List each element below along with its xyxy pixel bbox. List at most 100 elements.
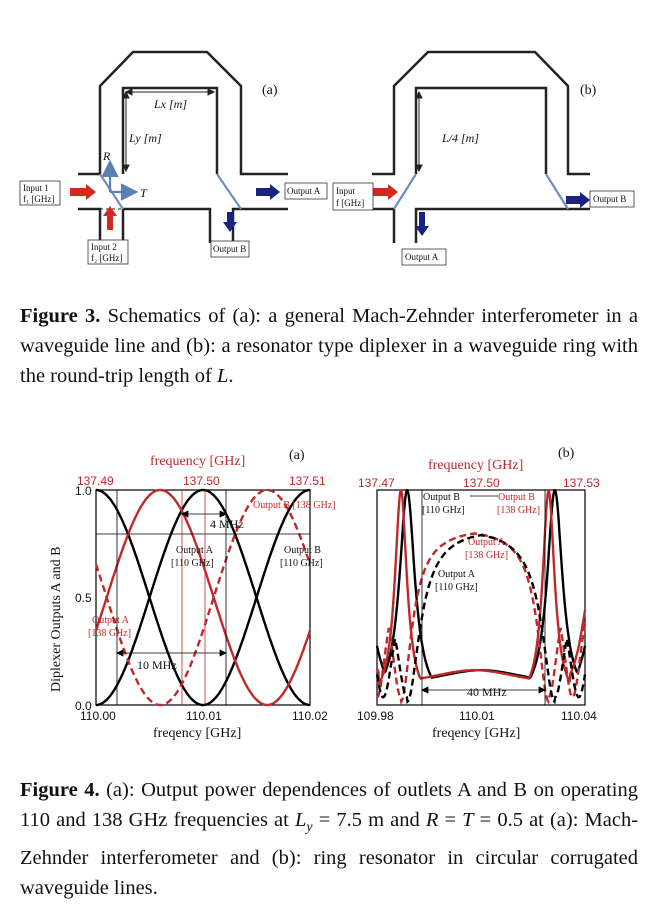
ring-input-arrow <box>372 184 398 200</box>
legend-a-outB110-2: [110 GHz] <box>280 558 323 569</box>
legend-a-outA110-2: [110 GHz] <box>171 558 214 569</box>
x-tick-b-0: 109.98 <box>357 709 394 723</box>
chart-a-frame <box>95 489 311 706</box>
annot-4mhz: 4 MHz <box>210 517 244 531</box>
curve-a-2 <box>94 488 312 707</box>
annot-40mhz: 40 MHz <box>467 685 507 699</box>
legend-b-outA138-2: [138 GHz] <box>465 550 508 561</box>
figure-4-caption-part2: = 7.5 m and <box>318 809 420 831</box>
chart-a-ylabel: Diplexer Outputs A and B <box>49 547 64 692</box>
legend-b-outB110-1: Output B <box>423 492 460 503</box>
figure-4-caption-label: Figure 4. <box>20 779 100 801</box>
figure-4-caption-ly-sub: y <box>306 820 313 836</box>
chart-a-xlabel: freqency [GHz] <box>153 726 241 741</box>
curve-a-1 <box>95 488 311 707</box>
y-tick-0: 0.0 <box>75 699 92 713</box>
figure-4-caption-t: T <box>462 809 474 831</box>
y-tick-1: 1.0 <box>75 484 92 498</box>
figure-3-caption-text: Schematics of (a): a general Mach-Zehnde… <box>20 305 638 387</box>
figure-4-caption-part3: = 0.5 at (a): Mach-Zehnder interferomete… <box>20 809 639 900</box>
input-1-label: Input 1 <box>23 183 49 193</box>
x-tick-b-2: 110.04 <box>561 709 597 723</box>
r-label: R <box>102 149 111 163</box>
top-tick-a-0: 137.49 <box>77 474 114 488</box>
lx-label: Lx [m] <box>153 97 187 111</box>
ring-output-a-label: Output A <box>405 252 439 262</box>
chart-b-guides <box>421 490 546 705</box>
figure-4-caption: Figure 4. (a): Output power dependences … <box>20 775 638 903</box>
dimension-arrows <box>122 88 216 173</box>
chart-a-panel-label: (a) <box>289 448 305 463</box>
ring-output-b-arrow <box>566 192 590 208</box>
curve-b-3 <box>375 533 587 705</box>
chart-a-curves <box>94 488 312 707</box>
chart-b-panel-label: (b) <box>558 446 575 461</box>
output-a-arrow <box>256 184 280 200</box>
legend-b-outA110-1: Output A <box>438 569 476 580</box>
ly-label: Ly [m] <box>128 131 162 145</box>
figure-4-charts: 1.0 0.5 0.0 110.00 110.01 110.02 137.49 … <box>49 446 600 741</box>
ring-dimension-arrow <box>415 90 423 173</box>
chart-b-top-axis-label: frequency [GHz] <box>428 458 523 473</box>
chart-a-guides <box>96 490 310 705</box>
top-tick-a-1: 137.50 <box>183 474 220 488</box>
output-b-arrow <box>223 212 237 232</box>
ring-input-freq: f [GHz] <box>336 198 364 208</box>
input-2-arrow <box>103 206 117 230</box>
input-1-freq: f₁ [GHz] <box>23 194 54 204</box>
legend-a-outB110-1: Output B <box>284 545 321 556</box>
legend-a-outA138-2: [138 GHz] <box>88 628 131 639</box>
curve-a-0 <box>95 488 311 707</box>
ring-splitter-lines <box>393 173 569 210</box>
input-2-freq: f₂ [GHz] <box>91 253 122 263</box>
figure-3-caption: Figure 3. Schematics of (a): a general M… <box>20 301 638 391</box>
legend-a-outA110-1: Output A <box>176 545 214 556</box>
figure-4-caption-ly: L <box>294 809 307 831</box>
output-a-label: Output A <box>287 186 321 196</box>
legend-b-outB138-1: Output B <box>498 492 535 503</box>
legend-b-outB138-2: [138 GHz] <box>497 505 540 516</box>
legend-a-outB138: Output B [138 GHz] <box>253 500 336 511</box>
ring-input-label: Input <box>336 186 355 196</box>
schematic-label-boxes <box>19 180 635 266</box>
x-tick-a-1: 110.01 <box>186 709 222 723</box>
x-tick-a-0: 110.00 <box>80 709 116 723</box>
chart-a: 1.0 0.5 0.0 110.00 110.01 110.02 137.49 … <box>49 448 336 741</box>
top-tick-a-2: 137.51 <box>289 474 326 488</box>
ring-output-b-label: Output B <box>593 194 626 204</box>
chart-b-xlabel: freqency [GHz] <box>432 726 520 741</box>
l4-label: L/4 [m] <box>441 131 479 145</box>
annot-10mhz: 10 MHz <box>137 658 177 672</box>
input-2-label: Input 2 <box>91 242 117 252</box>
fig3b-label: (b) <box>580 83 597 98</box>
curve-a-3 <box>94 488 312 707</box>
ring-output-a-arrow <box>415 212 429 236</box>
mach-zehnder-waveguide <box>78 50 288 243</box>
figure-4-caption-r: R <box>425 809 439 831</box>
chart-b-frame <box>376 489 586 706</box>
figure-4-caption-eq: = <box>444 809 457 831</box>
chart-b: 109.98 110.01 110.04 137.47 137.50 137.5… <box>357 446 600 741</box>
chart-a-top-axis-label: frequency [GHz] <box>150 454 245 469</box>
x-tick-b-1: 110.01 <box>459 709 495 723</box>
figure-4-caption-part1: (a): Output power dependences of outlets… <box>20 779 639 831</box>
rt-arrows <box>101 159 139 201</box>
x-tick-a-2: 110.02 <box>292 709 328 723</box>
figure-3-caption-l: L <box>216 365 229 387</box>
output-b-label: Output B <box>213 244 246 254</box>
legend-a-outA138-1: Output A <box>92 615 130 626</box>
fig3a-label: (a) <box>262 83 278 98</box>
t-label: T <box>140 186 148 200</box>
y-tick-0-5: 0.5 <box>75 591 92 605</box>
chart-b-curves <box>375 489 587 705</box>
figure-3-caption-label: Figure 3. <box>20 305 101 327</box>
figure-3-schematic: (a) Lx [m] Ly [m] R T Input 1 f₁ [GHz] I… <box>19 50 635 266</box>
ring-resonator-waveguide <box>372 50 590 243</box>
input-1-arrow <box>70 184 96 200</box>
top-tick-b-2: 137.53 <box>563 476 600 490</box>
figure-3-caption-end: . <box>228 365 234 387</box>
legend-b-outA138-1: Output A <box>468 537 506 548</box>
top-tick-b-0: 137.47 <box>358 476 395 490</box>
legend-b-outB110-2: [110 GHz] <box>422 505 465 516</box>
top-tick-b-1: 137.50 <box>463 476 500 490</box>
